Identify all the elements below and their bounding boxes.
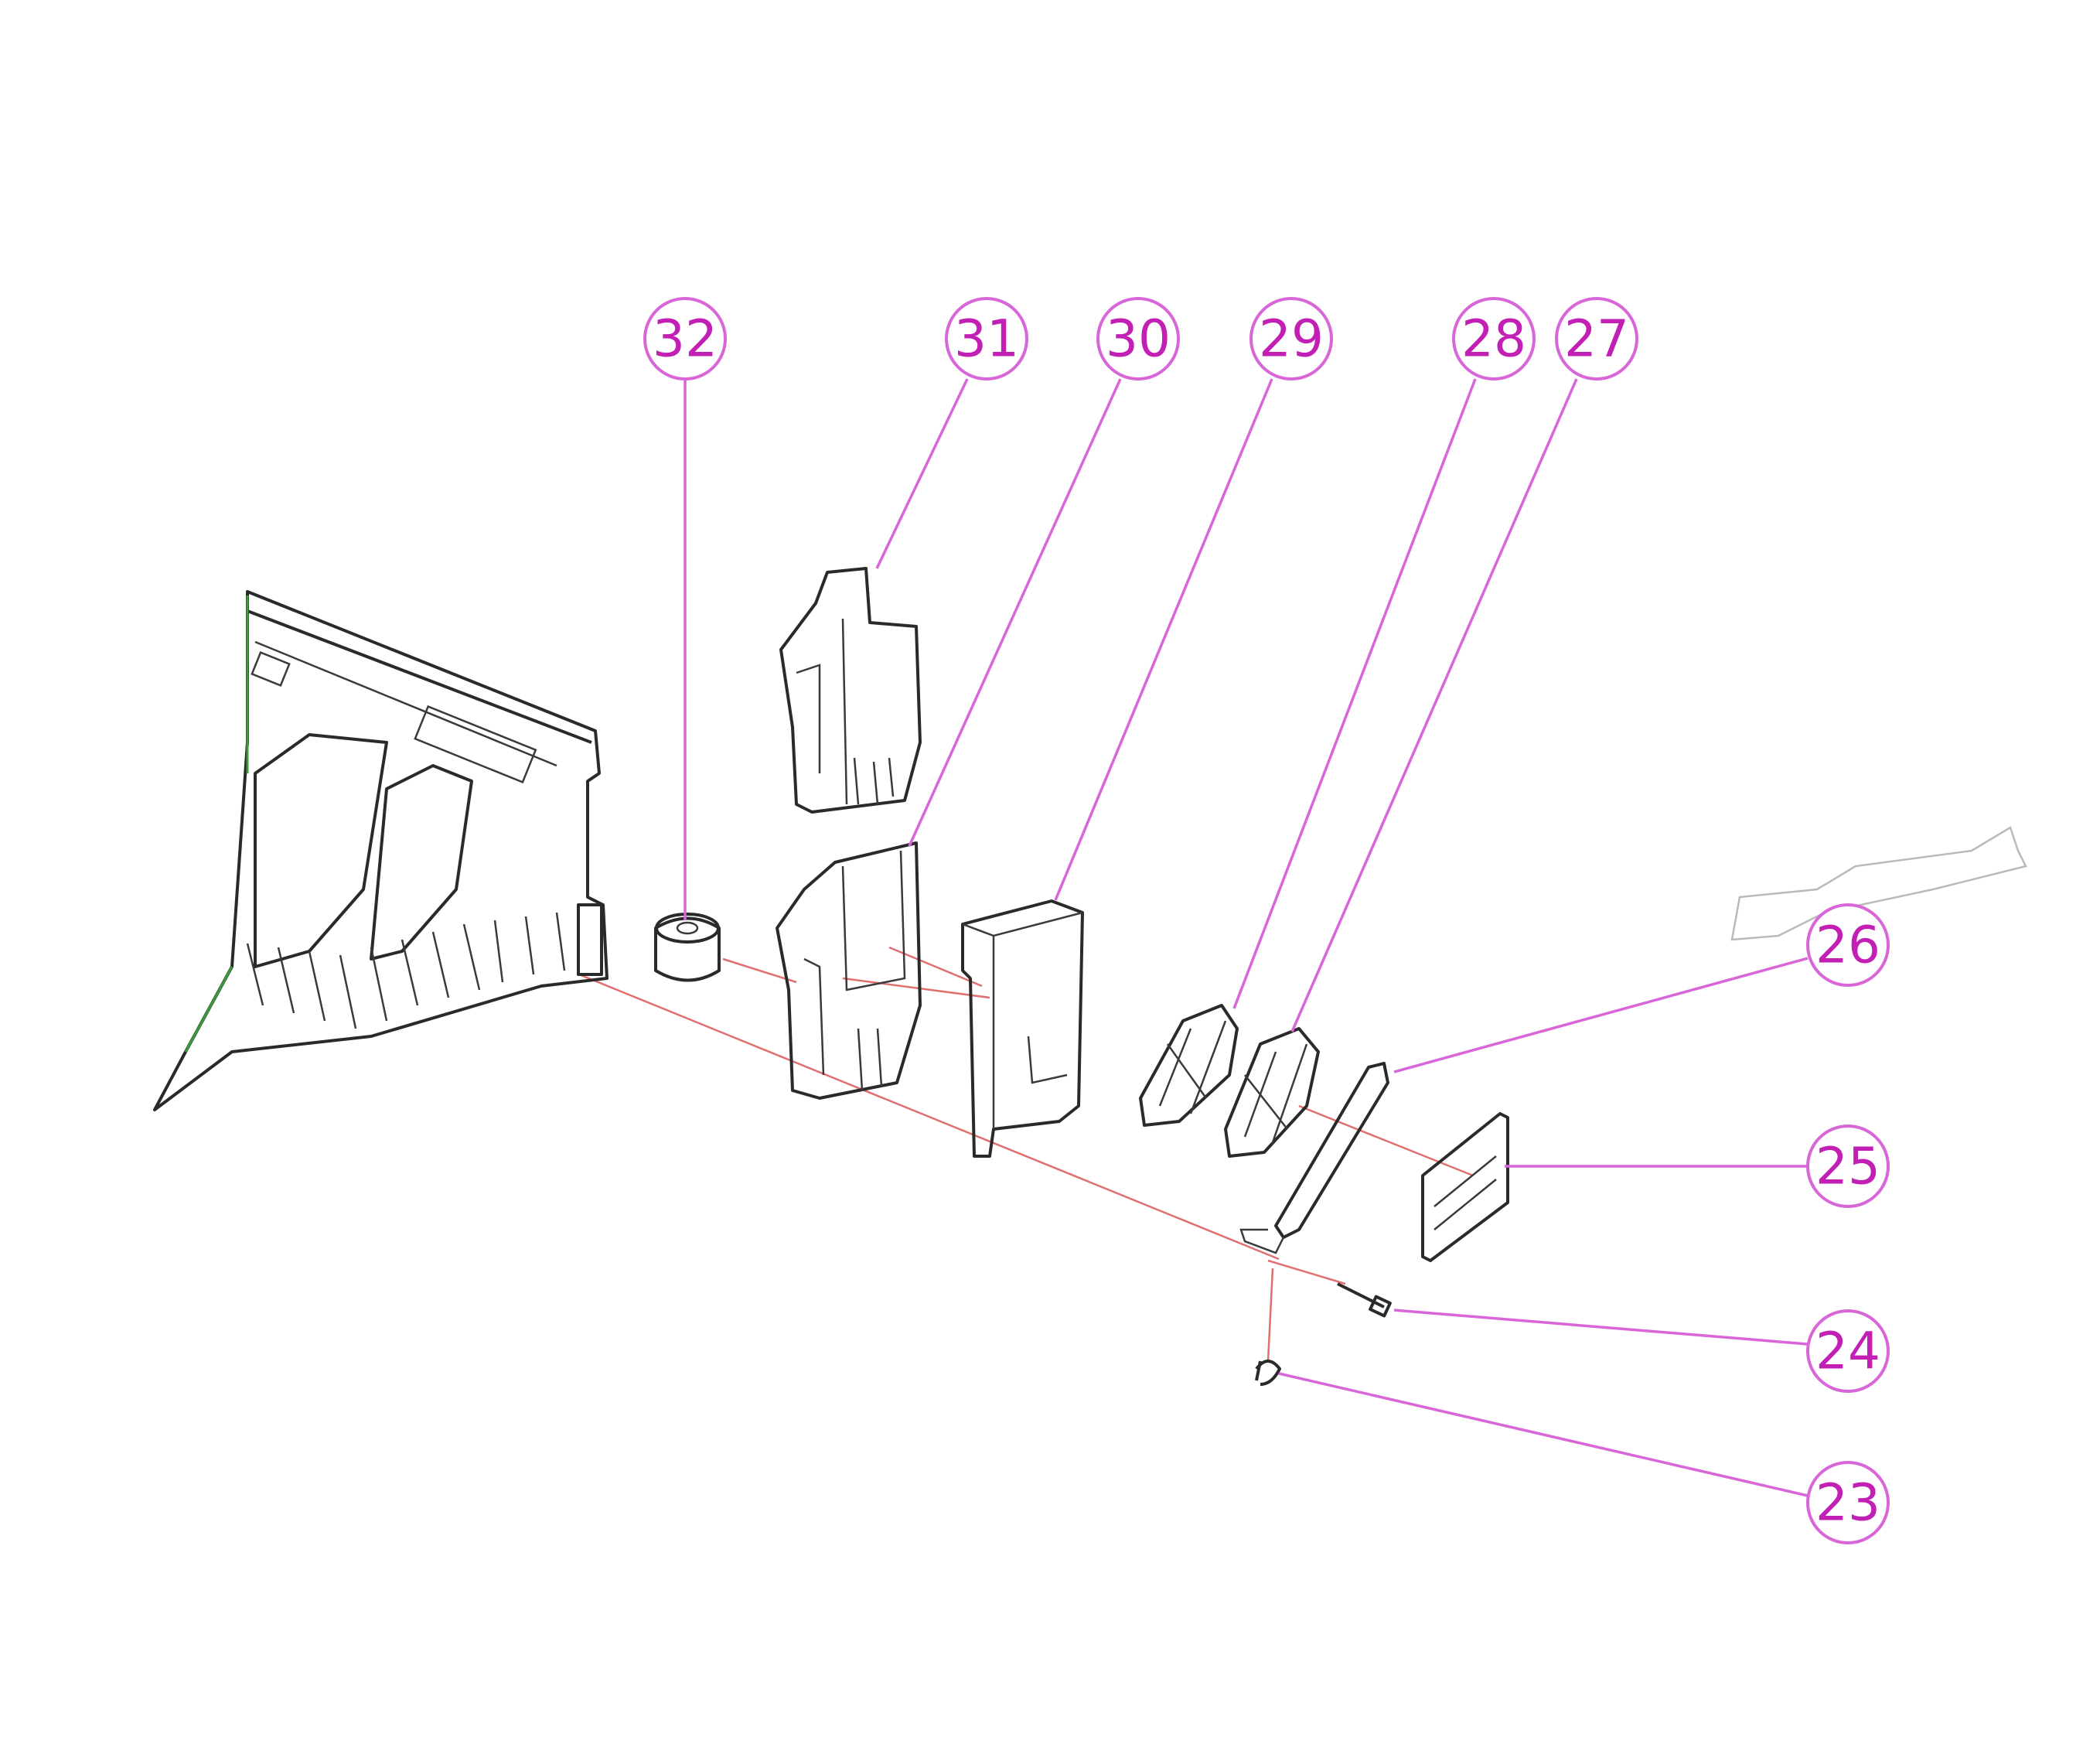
callout-30: 30 [1096, 297, 1180, 380]
axis-line-23 [1266, 1268, 1274, 1362]
part-27-mechanism [1224, 1027, 1320, 1158]
axis-line-32 [722, 957, 797, 984]
callout-label: 27 [1564, 309, 1629, 369]
leader-30 [908, 378, 1122, 847]
leader-26 [1393, 957, 1809, 1073]
assembly-axes [578, 946, 1474, 1362]
callout-25: 25 [1806, 1124, 1890, 1208]
callout-label: 23 [1815, 1473, 1880, 1533]
callout-27: 27 [1555, 297, 1638, 380]
leader-29 [1054, 378, 1273, 901]
part-25-badge [1421, 1112, 1509, 1262]
callout-29: 29 [1249, 297, 1333, 380]
callout-label: 31 [954, 309, 1019, 369]
part-24-pin [1337, 1282, 1392, 1318]
leader-27 [1290, 378, 1578, 1032]
axis-line-30 [842, 977, 990, 999]
part-29-cover [961, 899, 1084, 1158]
callout-label: 24 [1815, 1322, 1880, 1381]
leader-31 [875, 378, 969, 569]
callout-31: 31 [945, 297, 1028, 380]
part-26-frame [1239, 1062, 1389, 1254]
callout-26: 26 [1806, 903, 1890, 987]
part-30-bracket [776, 841, 922, 1100]
leader-lines [684, 378, 1809, 1497]
ghost-part-outline [1730, 826, 2027, 941]
callout-label: 26 [1815, 916, 1880, 975]
callout-28: 28 [1452, 297, 1536, 380]
callout-32: 32 [643, 297, 727, 380]
part-23-spring [1255, 1360, 1281, 1386]
axis-line-24 [1267, 1259, 1346, 1285]
callout-label: 29 [1259, 309, 1324, 369]
part-32-spacer [654, 913, 721, 982]
leader-24 [1393, 1309, 1809, 1346]
callout-label: 30 [1106, 309, 1171, 369]
callout-label: 32 [653, 309, 718, 369]
main-axis-line [578, 973, 1280, 1261]
leader-23 [1278, 1372, 1809, 1497]
main-housing-part [153, 590, 609, 1111]
callout-label: 28 [1461, 309, 1526, 369]
callout-24: 24 [1806, 1309, 1890, 1393]
part-31-bracket [779, 567, 922, 814]
axis-line-25 [1298, 1104, 1474, 1177]
leader-28 [1232, 378, 1477, 1009]
part-28-mechanism [1139, 1004, 1239, 1127]
callout-label: 25 [1815, 1137, 1880, 1196]
callout-23: 23 [1806, 1461, 1890, 1544]
